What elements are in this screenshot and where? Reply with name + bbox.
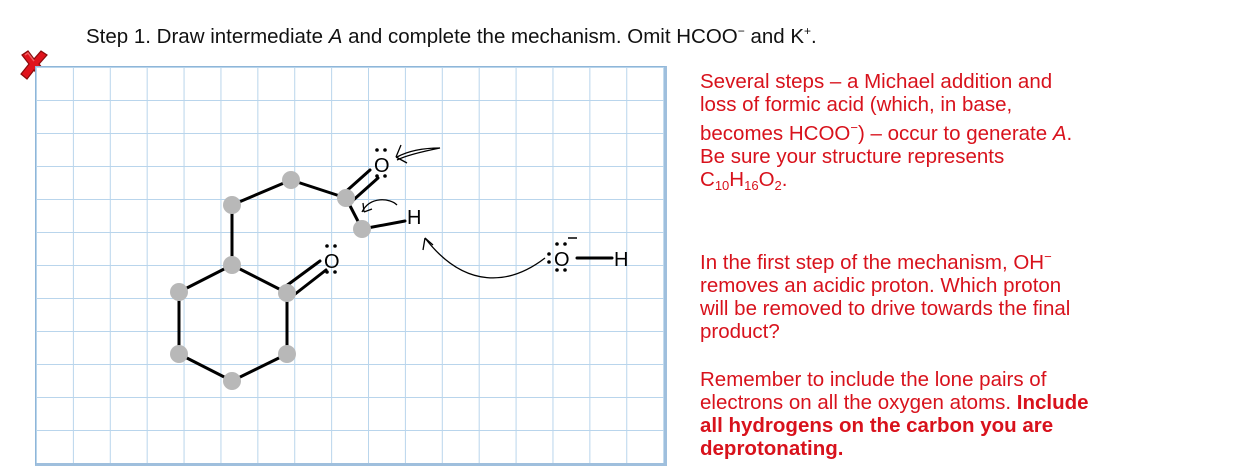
hint-1-line-2: loss of formic acid (which, in base, [700,93,1013,116]
atom-o-hydroxide[interactable]: O [554,249,570,271]
hint-3-line-2: electrons on all the oxygen atoms. Inclu… [700,391,1089,414]
hint-1-line-3a: becomes HCOO [700,121,851,145]
hint-1-line-1: Several steps – a Michael addition and [700,70,1053,93]
hint-3-line-4: deprotonating. [700,437,844,460]
hint-2-minus: − [1044,249,1052,264]
atom-o-top[interactable]: O [374,155,390,177]
atom-o-ring[interactable]: O [324,251,340,273]
atom-h-hydroxide[interactable]: H [614,249,628,271]
title-prefix: Step 1. Draw intermediate [86,24,329,48]
hint-1-italic-a: A [1052,121,1067,145]
hint-michael-addition: Several steps – a Michael addition and l… [700,70,1220,197]
title-and: and K [744,24,805,48]
hint-1-minus: − [850,120,858,135]
molecule-drawing[interactable]: O O O H H [0,0,680,472]
hint-lone-pairs: Remember to include the lone pairs of el… [700,368,1220,460]
hint-1-line-3e: . [1066,121,1073,145]
hint-1-line-3c: ) – occur to generate [857,121,1053,145]
drawing-canvas[interactable] [35,66,667,466]
title-end: . [811,24,817,48]
hint-1-line-4: Be sure your structure represents [700,144,1005,168]
lone-pairs [325,148,567,274]
atom-nodes [170,171,371,390]
hint-2-line-3: will be removed to drive towards the fin… [700,296,1071,320]
hint-acidic-proton: In the first step of the mechanism, OH− … [700,245,1220,343]
bond-lines [177,168,614,383]
title-minus-charge: − [737,24,745,38]
molecular-formula: C10H16O2. [700,167,788,193]
atom-h-alpha[interactable]: H [407,207,421,229]
title-italic-a: A [328,24,343,48]
title-plus-charge: + [804,24,812,38]
hint-3-line-3: all hydrogens on the carbon you are [700,414,1054,437]
hint-2-line-2: removes an acidic proton. Which proton [700,273,1062,297]
question-title: Step 1. Draw intermediate A and complete… [86,24,817,49]
hint-2-line-1: In the first step of the mechanism, OH− [700,249,1052,274]
hint-3-line-1: Remember to include the lone pairs of [700,368,1047,391]
hint-1-line-3: becomes HCOO−) – occur to generate A. [700,116,1220,145]
title-middle: and complete the mechanism. Omit HCOO [342,24,738,48]
hint-2-line-4: product? [700,319,780,343]
mechanism-arrows[interactable] [361,144,546,279]
